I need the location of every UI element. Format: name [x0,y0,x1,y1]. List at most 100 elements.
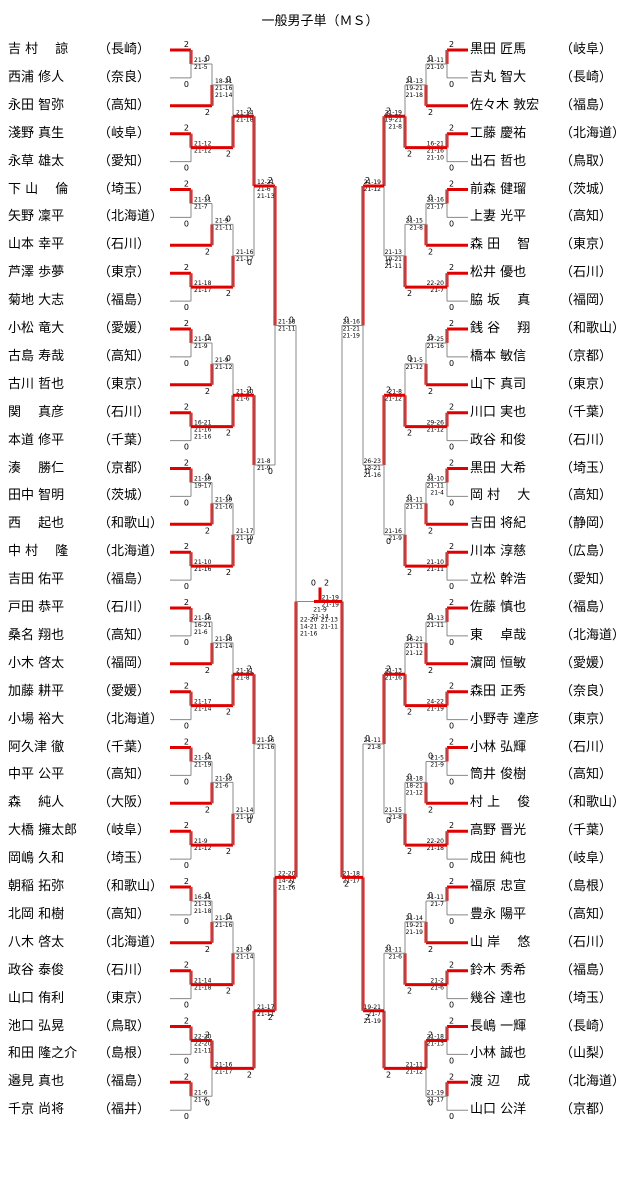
player-prefecture: （福島） [560,962,613,978]
result-mark: 0 [449,1112,454,1121]
result-mark: 2 [184,180,189,189]
right-player-row: 森 田 智（東京） [470,237,638,253]
match-score: 21-14 [406,915,424,922]
match-score: 21-13 [427,615,445,622]
match-score: 21-9 [388,535,402,542]
player-name: 吉田 佑平 [8,572,65,588]
result-mark: 0 [226,75,231,84]
result-mark: 0 [449,1056,454,1065]
right-player-row: 鈴木 秀希 （福島） [470,963,638,979]
match-score: 21-6 [194,629,208,636]
left-player-row: 永田 智弥（高知） [8,98,168,114]
right-player-row: 豊永 陽平（高知） [470,907,638,923]
player-name: 朝稲 拓弥 [8,879,65,894]
result-mark: 2 [428,805,433,814]
player-prefecture: （高知） [98,627,151,643]
player-name: 鈴木 秀希 [470,962,527,978]
player-prefecture: （北海道） [98,711,164,727]
page-title: 一般男子単（ＭＳ） [261,14,379,29]
left-player-row: 小木 啓太（福岡） [8,656,168,672]
match-score: 21-18 [427,845,445,852]
result-mark: 2 [226,987,231,996]
match-score: 21-8 [236,946,250,953]
player-prefecture: （愛媛） [560,655,613,671]
player-prefecture: （千葉） [98,432,151,448]
match-score: 21-8 [409,224,423,231]
result-mark: 0 [226,214,231,223]
left-player-row: 千京 尚将（福井） [8,1102,168,1118]
result-mark: 0 [184,443,189,452]
match-score: 21-19 [322,594,340,601]
player-prefecture: （高知） [560,906,613,922]
result-mark: 0 [449,443,454,452]
player-prefecture: （岐阜） [98,125,151,141]
match-score: 21-16 [194,427,212,434]
right-player-row: 渡 辺 成（北海道） [470,1074,638,1090]
left-player-row: 吉 村 諒（長崎） [8,42,168,58]
player-name: 筒井 俊樹 [470,767,527,783]
player-name: 森田 正秀 [470,683,527,699]
match-score: 21-12 [406,364,424,371]
left-player-row: 北岡 和樹（高知） [8,907,168,923]
result-mark: 2 [428,1030,433,1039]
result-mark: 2 [386,664,391,673]
match-score: 21-11 [385,946,403,953]
match-score: 21-12 [427,427,445,434]
match-score: 21-6 [430,985,444,992]
player-prefecture: （東京） [98,376,151,392]
match-score: 21-9 [194,343,208,350]
match-score: 21-11 [194,196,212,203]
left-player-row: 関 真彦（石川） [8,405,168,421]
match-score: 21-11 [364,737,382,744]
result-mark: 0 [184,777,189,786]
result-mark: 2 [184,542,189,551]
right-player-row: 高野 晋光（千葉） [470,823,638,839]
match-score: 21-16 [385,528,403,535]
player-name: 岡 村 大 [470,488,531,504]
result-mark: 0 [205,612,210,621]
match-score: 21-19 [322,601,340,608]
right-player-row: 小野寺 達彦（東京） [470,712,638,728]
result-mark: 0 [226,633,231,642]
result-mark: 0 [205,751,210,760]
match-score: 21-14 [215,643,233,650]
result-mark: 0 [386,816,391,825]
result-mark: 0 [184,638,189,647]
result-mark: 2 [184,1072,189,1081]
right-player-row: 佐々木 敦宏（福島） [470,98,638,114]
player-name: 工藤 慶祐 [470,125,527,141]
result-mark: 0 [205,333,210,342]
left-player-row: 芦澤 歩夢（東京） [8,265,168,281]
match-score: 21-16 [215,922,233,929]
match-score: 18-21 [406,782,424,789]
match-score: 21-18 [215,636,233,643]
result-mark: 0 [184,861,189,870]
player-prefecture: （高知） [98,767,151,783]
result-mark: 0 [205,193,210,202]
match-score: 21-19 [343,333,361,340]
player-prefecture: （石川） [560,739,613,755]
match-score: 21-14 [215,92,233,99]
right-player-row: 出石 哲也（鳥取） [470,154,638,170]
left-player-row: 湊 勝仁（京都） [8,461,168,477]
right-player-row: 銭 谷 翔（和歌山） [470,321,638,337]
player-name: 森 田 智 [470,237,531,253]
result-mark: 2 [449,682,454,691]
match-score: 21-14 [236,807,254,814]
result-mark: 2 [365,1013,370,1022]
match-score: 16-21 [406,636,424,643]
match-score: 21-17 [343,877,361,884]
left-player-row: 吉田 佑平（福島） [8,572,168,588]
player-prefecture: （岐阜） [560,42,613,57]
player-name: 永草 雄太 [8,153,65,169]
player-prefecture: （高知） [560,209,613,225]
result-mark: 2 [449,180,454,189]
player-name: 岡嶋 久和 [8,851,65,867]
left-player-row: 山口 侑利（東京） [8,991,168,1007]
match-score: 21-8 [367,744,381,751]
result-mark: 0 [247,258,252,267]
right-player-row: 東 卓哉（北海道） [470,628,638,644]
left-player-row: 本道 修平（千葉） [8,433,168,449]
match-score: 21-16 [364,472,382,479]
player-prefecture: （福島） [560,600,613,615]
